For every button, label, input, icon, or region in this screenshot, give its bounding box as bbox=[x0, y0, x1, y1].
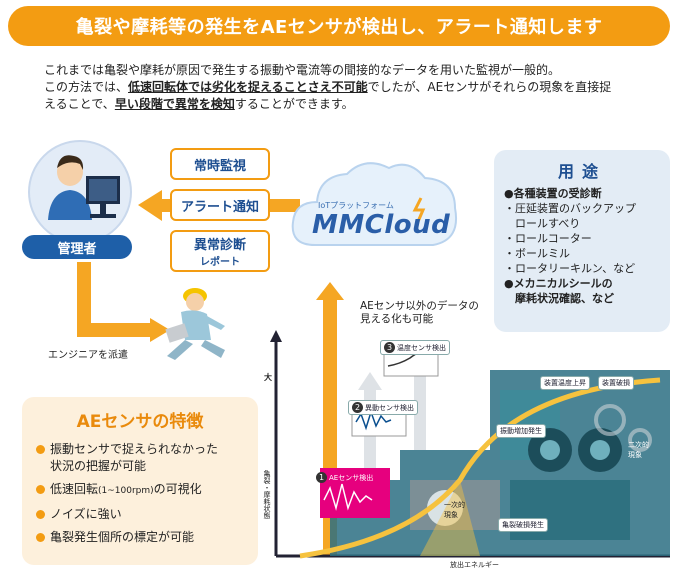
uses-heading-2a: ●メカニカルシールの bbox=[504, 277, 613, 290]
dispatch-arrow-head bbox=[150, 318, 170, 342]
y-axis-top: 大 bbox=[264, 373, 272, 382]
other-data-line2: 見える化も可能 bbox=[360, 313, 434, 325]
intro-line-1: これまでは亀裂や摩耗が原因で発生する振動や電流等の間接的なデータを用いた監視が一… bbox=[44, 63, 561, 77]
intro-line-2b: 低速回転体では劣化を捉えることさえ不可能 bbox=[128, 80, 368, 94]
alert-box-label: アラート通知 bbox=[180, 199, 259, 215]
step3-number: 3 bbox=[384, 342, 395, 353]
uses-item: ロールすべり bbox=[504, 217, 581, 230]
uses-title: 用途 bbox=[557, 162, 606, 181]
x-axis-label: 放出エネルギー bbox=[450, 561, 499, 569]
feature-item: 低速回転(1~100rpm)の可視化 bbox=[36, 481, 256, 500]
step2-number: 2 bbox=[352, 402, 363, 413]
banner-title: 亀裂や摩耗等の発生をAEセンサが検出し、アラート通知します bbox=[75, 17, 603, 38]
diagnosis-box-line2: レポート bbox=[200, 257, 240, 268]
tag-temperature: 装置温度上昇 bbox=[540, 376, 590, 390]
intro-line-2c: でしたが、AEセンサがそれらの現象を直接捉 bbox=[367, 80, 612, 94]
admin-person-icon bbox=[48, 155, 120, 220]
other-data-note: AEセンサ以外のデータの 見える化も可能 bbox=[360, 300, 479, 326]
intro-line-3a: えることで、 bbox=[44, 97, 115, 111]
dispatch-arrow bbox=[77, 262, 150, 337]
intro-text: これまでは亀裂や摩耗が原因で発生する振動や電流等の間接的なデータを用いた監視が一… bbox=[44, 62, 644, 113]
step3-text: 温度センサ検出 bbox=[397, 344, 446, 352]
uses-list: ●各種装置の受診断 ・圧延装置のバックアップ ロールすべり ・ロールコーター ・… bbox=[504, 186, 666, 306]
feature-item: 振動センサで捉えられなかった 状況の把握が可能 bbox=[36, 441, 256, 475]
monitor-box: 常時監視 bbox=[170, 148, 270, 180]
uses-heading-2b: 摩耗状況確認、など bbox=[504, 292, 614, 305]
feature-3: ノイズに強い bbox=[50, 507, 122, 521]
diagnosis-report-box: 異常診断 レポート bbox=[170, 230, 270, 272]
engineer-icon bbox=[165, 288, 225, 360]
engineer-label: エンジニアを派遣 bbox=[48, 350, 128, 361]
degradation-curve bbox=[299, 377, 661, 559]
admin-label-text: 管理者 bbox=[57, 241, 97, 257]
uses-item: ・ボールミル bbox=[504, 247, 570, 260]
features-title: AEセンサの特徴 bbox=[76, 412, 204, 432]
y-axis-label: 亀裂・摩耗状態 bbox=[263, 470, 271, 519]
page-banner: 亀裂や摩耗等の発生をAEセンサが検出し、アラート通知します bbox=[8, 6, 670, 46]
intro-line-3b: 早い段階で異常を検知 bbox=[114, 97, 235, 111]
features-panel: AEセンサの特徴 振動センサで捉えられなかった 状況の把握が可能 低速回転(1~… bbox=[22, 397, 258, 565]
admin-avatar-circle bbox=[28, 140, 132, 244]
uses-item: ・ロータリーキルン、など bbox=[504, 262, 636, 275]
uses-heading-1: ●各種装置の受診断 bbox=[504, 187, 602, 200]
tag-vibration: 振動増加発生 bbox=[496, 424, 546, 438]
tag-crack: 亀裂破損発生 bbox=[498, 518, 548, 532]
feature-2b: の可視化 bbox=[153, 482, 202, 496]
cloud-icon bbox=[291, 162, 457, 246]
feature-2-small: (1~100rpm) bbox=[98, 486, 154, 496]
tag-damage: 装置破損 bbox=[598, 376, 634, 390]
monitor-box-label: 常時監視 bbox=[193, 158, 246, 174]
step1-text: AEセンサ検出 bbox=[329, 474, 374, 482]
primary-phenomenon: 一次的 現象 bbox=[444, 501, 465, 519]
feature-4: 亀裂発生個所の標定が可能 bbox=[50, 530, 195, 544]
feature-1-line2: 状況の把握が可能 bbox=[50, 459, 147, 473]
secondary-phenomenon: 二次的 現象 bbox=[628, 441, 649, 459]
step2-text: 異動センサ検出 bbox=[365, 404, 414, 412]
cloud-platform-label: IoTプラットフォーム bbox=[318, 201, 394, 210]
feature-item: ノイズに強い bbox=[36, 506, 256, 523]
uses-item: ・ロールコーター bbox=[504, 232, 592, 245]
step1-number: 1 bbox=[316, 472, 327, 483]
intro-line-2a: この方法では、 bbox=[44, 80, 129, 94]
feature-1-line1: 振動センサで捉えられなかった bbox=[50, 442, 219, 456]
feature-item: 亀裂発生個所の標定が可能 bbox=[36, 529, 256, 546]
cloud-name: MMCloud bbox=[312, 210, 451, 240]
intro-line-3c: することができます。 bbox=[234, 97, 354, 111]
upload-arrow-head bbox=[316, 282, 344, 300]
features-list: 振動センサで捉えられなかった 状況の把握が可能 低速回転(1~100rpm)の可… bbox=[36, 441, 256, 552]
other-data-line1: AEセンサ以外のデータの bbox=[360, 300, 479, 312]
admin-label: 管理者 bbox=[22, 235, 132, 259]
machinery-visual bbox=[270, 330, 670, 559]
intro-line-2: この方法では、低速回転体では劣化を捉えることさえ不可能でしたが、AEセンサがそれ… bbox=[44, 79, 644, 96]
intro-line-3: えることで、早い段階で異常を検知することができます。 bbox=[44, 96, 644, 113]
uses-item: ・圧延装置のバックアップ bbox=[504, 202, 636, 215]
feature-2a: 低速回転 bbox=[50, 482, 99, 496]
uses-panel: 用途 ●各種装置の受診断 ・圧延装置のバックアップ ロールすべり ・ロールコータ… bbox=[494, 150, 670, 332]
diagnosis-box-line1: 異常診断 bbox=[193, 238, 246, 253]
alert-box: アラート通知 bbox=[170, 189, 270, 221]
